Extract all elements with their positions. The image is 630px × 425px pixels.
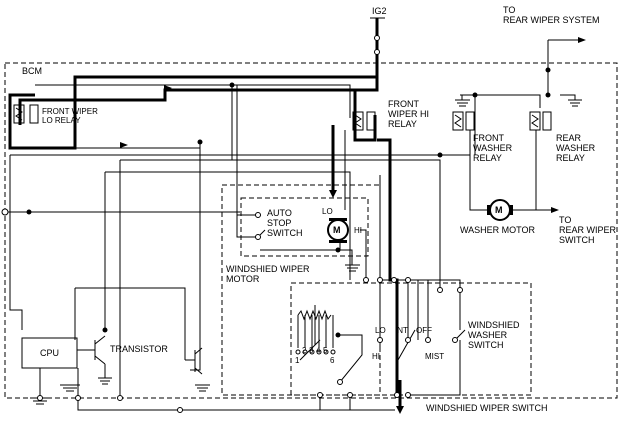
front-wiper-hi-relay-label: FRONT WIPER HI RELAY [388, 99, 430, 129]
to-rear-wiper-system-label: TO REAR WIPER SYSTEM [503, 5, 600, 25]
washer-motor-symbol-label: M [495, 205, 503, 215]
interval-position-2: 2 [302, 346, 307, 355]
rear-washer-relay-label: REAR WASHER RELAY [556, 133, 596, 163]
front-wiper-lo-relay-label: FRONT WIPER LO RELAY [42, 107, 98, 125]
switch-int-label: INT [395, 326, 408, 335]
motor-lo-label: LO [322, 207, 333, 216]
interval-position-4: 4 [316, 346, 321, 355]
interval-position-6: 6 [330, 356, 335, 365]
auto-stop-switch-label: AUTO STOP SWITCH [267, 208, 303, 238]
interval-position-5: 5 [323, 346, 328, 355]
rear-system-arrows [551, 37, 586, 213]
flow-arrow [396, 406, 404, 414]
washer-motor-symbol [487, 199, 513, 221]
front-wiper-lo-relay [13, 104, 39, 124]
ig2-label: IG2 [372, 6, 387, 16]
switch-off-label: OFF [416, 326, 432, 335]
flow-arrow [329, 190, 337, 198]
rear-washer-relay [529, 111, 552, 131]
wiper-motor-symbol [327, 218, 349, 243]
ground-symbols [30, 99, 582, 405]
transistor [77, 335, 106, 378]
interval-position-1: 1 [295, 356, 300, 365]
wiper-motor-symbol-label: M [333, 225, 341, 235]
to-rear-wiper-switch-label: TO REAR WIPER SWITCH [559, 215, 617, 245]
transistor-label: TRANSISTOR [110, 344, 168, 354]
front-wiper-hi-relay [352, 111, 376, 131]
bcm-boundary [4, 62, 618, 399]
switch-lo-label: LO [375, 326, 386, 335]
interval-position-3: 3 [309, 346, 314, 355]
interval-resistor-ladder [297, 309, 334, 348]
windshield-wiper-switch-label: WINDSHIED WIPER SWITCH [426, 403, 548, 413]
front-washer-relay-label: FRONT WASHER RELAY [473, 133, 513, 163]
flow-arrow [164, 85, 172, 91]
junction-dots [26, 67, 551, 338]
switch-mist-label: MIST [425, 352, 445, 361]
terminal-circles [1, 208, 463, 413]
auto-stop-switch-boundary [240, 197, 369, 257]
power-bus [8, 75, 404, 414]
motor-hi-label: HI [354, 226, 362, 235]
cpu-label: CPU [40, 348, 60, 358]
flow-arrow [120, 142, 128, 148]
washer-motor-label: WASHER MOTOR [460, 225, 536, 235]
bcm-label: BCM [22, 66, 42, 76]
switch-hi-label: HI [372, 352, 380, 361]
windshield-washer-switch-label: WINDSHIED WASHER SWITCH [468, 320, 520, 350]
transistor-2 [185, 347, 203, 375]
front-washer-relay [452, 111, 475, 131]
windshield-wiper-motor-label: WINDSHIED WIPER MOTOR [226, 264, 310, 284]
cpu-block [21, 337, 78, 369]
ig2-supply [370, 17, 385, 77]
